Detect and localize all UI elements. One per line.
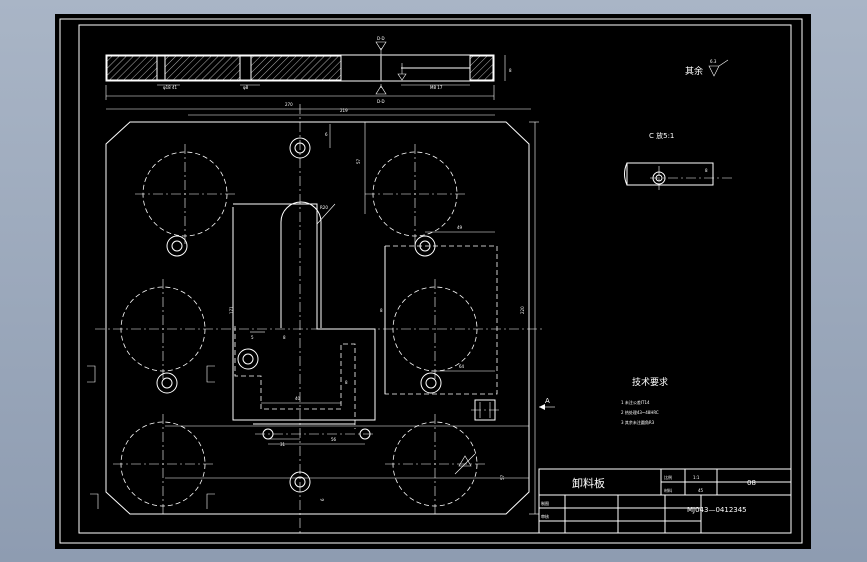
svg-text:8: 8 xyxy=(345,380,348,385)
checked-label: 审核 xyxy=(541,513,549,519)
cad-viewport[interactable]: φ18 41 φ8 M8 17 8 D-D D-D 其余 6.3 270 219… xyxy=(55,14,811,549)
svg-text:8: 8 xyxy=(509,68,512,73)
svg-text:64: 64 xyxy=(459,364,465,369)
section-mark-bottom: D-D xyxy=(377,99,385,104)
svg-text:57: 57 xyxy=(500,474,505,480)
svg-text:C 放5:1: C 放5:1 xyxy=(649,131,674,140)
drawing-number: MJ043—0412345 xyxy=(687,506,747,514)
svg-text:8: 8 xyxy=(283,335,286,340)
svg-text:6: 6 xyxy=(320,498,325,501)
surface-finish-note: 其余 6.3 xyxy=(685,59,729,77)
material-label: 材料 xyxy=(664,487,672,493)
svg-text:6.3: 6.3 xyxy=(710,59,717,64)
view-marker: A xyxy=(545,397,550,405)
material-value: 45 xyxy=(698,488,704,493)
svg-text:φ18 41: φ18 41 xyxy=(163,85,178,90)
svg-text:219: 219 xyxy=(340,108,348,113)
part-name: 卸料板 xyxy=(572,476,605,490)
sheet-code: 08 xyxy=(747,479,756,487)
drawn-label: 制图 xyxy=(541,500,549,506)
scale-value: 1:1 xyxy=(693,475,700,480)
svg-text:49: 49 xyxy=(457,225,463,230)
svg-text:R20: R20 xyxy=(320,205,328,210)
tech-req-item: 2 热处理43~48HRC xyxy=(621,409,659,415)
svg-text:171: 171 xyxy=(229,306,234,314)
section-mark-top: D-D xyxy=(377,36,385,41)
svg-text:270: 270 xyxy=(285,102,293,107)
inner-border xyxy=(78,24,792,534)
tech-req-title: 技术要求 xyxy=(632,376,668,388)
title-block: 卸料板 比例 1:1 材料 45 08 制图 审核 MJ043—0412345 xyxy=(538,468,792,534)
section-view: φ18 41 φ8 M8 17 8 D-D D-D xyxy=(105,36,512,104)
svg-text:M8 17: M8 17 xyxy=(430,85,443,90)
tech-req-item: 1 未注公差IT14 xyxy=(621,399,650,405)
plate-plan-view: 270 219 220 xyxy=(87,102,555,534)
detail-view-c: C 放5:1 8 xyxy=(624,131,735,190)
tech-req-item: 3 其余未注圆角R3 xyxy=(621,419,655,425)
svg-text:φ8: φ8 xyxy=(243,85,249,90)
svg-text:其余: 其余 xyxy=(685,65,703,77)
svg-text:6: 6 xyxy=(325,132,328,137)
svg-text:31: 31 xyxy=(280,442,286,447)
svg-text:8: 8 xyxy=(705,168,708,173)
cad-drawing: φ18 41 φ8 M8 17 8 D-D D-D 其余 6.3 270 219… xyxy=(59,18,803,544)
svg-text:40: 40 xyxy=(295,396,301,401)
svg-text:5: 5 xyxy=(251,335,254,340)
svg-text:8: 8 xyxy=(380,308,383,313)
svg-text:220: 220 xyxy=(520,306,525,314)
svg-text:56: 56 xyxy=(331,437,337,442)
outer-border xyxy=(59,18,803,544)
technical-requirements: 技术要求 1 未注公差IT14 2 热处理43~48HRC 3 其余未注圆角R3 xyxy=(621,376,668,425)
scale-label: 比例 xyxy=(664,474,672,480)
svg-text:57: 57 xyxy=(356,158,361,164)
